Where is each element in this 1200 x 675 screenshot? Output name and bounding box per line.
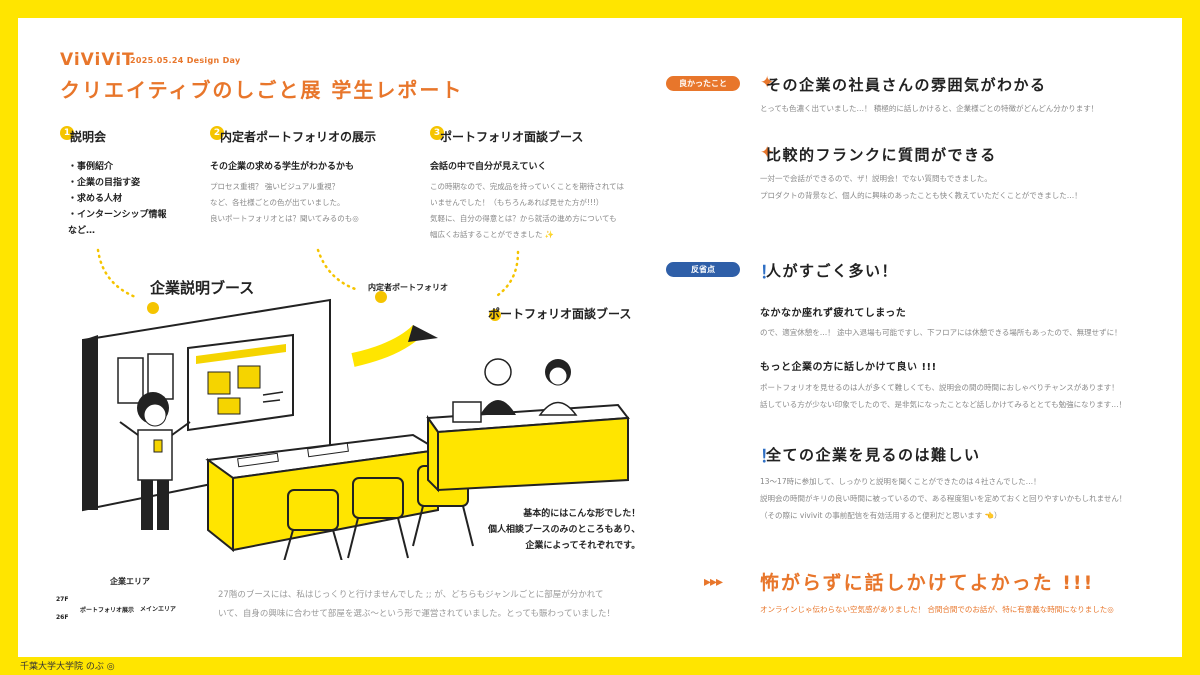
body-line: ポートフォリオを見せるのは人が多くて難しくても、説明会の間の時間におしゃべりチャ… — [760, 383, 1119, 392]
reflection-heading: 人がすごく多い！ — [766, 262, 899, 280]
exclamation-icon: ！ — [760, 447, 777, 467]
section-number-badge: 2 — [210, 126, 224, 140]
list-item: ・インターンシップ情報 — [68, 210, 167, 220]
reflection-subheading: もっと企業の方に話しかけて良い !!! — [760, 362, 937, 373]
body-line: いませんでした！（もちろんあれば見せた方が!!!） — [430, 198, 604, 207]
area-label-portfolio: ポートフォリオ展示 — [80, 607, 135, 614]
good-point-body: 一対一で会話ができるので、ザ！説明会！でない質問もできました。 プロダクトの背景… — [760, 170, 1082, 204]
page-title: クリエイティブのしごと展 学生レポート — [60, 78, 464, 102]
area-label-main: メインエリア — [140, 606, 177, 613]
event-date: 2025.05.24 Design Day — [130, 56, 241, 65]
good-point-heading: その企業の社員さんの雰囲気がわかる — [766, 76, 1047, 94]
caption-line: 基本的にはこんな形でした！ — [523, 509, 641, 519]
section-heading: 内定者ポートフォリオの展示 — [220, 130, 377, 144]
body-line: 話している方が少ない印象でしたので、是非気になったことなど話しかけてみるととても… — [760, 400, 1127, 409]
floor-label-26: 26F — [56, 614, 69, 621]
report-page: ViViViT 2025.05.24 Design Day クリエイティブのしご… — [18, 18, 1182, 657]
good-point-body: とっても色濃く出ていました…！ 積極的に話しかけると、企業様ごとの特徴がどんどん… — [760, 100, 1098, 117]
floor-note: 27階のブースには、私はじっくりと行けませんでした ;; が、どちらもジャンルご… — [218, 586, 615, 624]
booth-illustration — [82, 248, 630, 560]
section-heading: 説明会 — [70, 130, 107, 144]
booth-label-briefing: 企業説明ブース — [150, 279, 255, 297]
reflection-body: 13～17時に参加して、しっかりと説明を聞くことができたのは４社さんでした…！ … — [760, 473, 1126, 524]
author-credit: 千葉大学大学院 のぶ ◎ — [20, 662, 115, 672]
booth-label-interview: ポートフォリオ面談ブース — [488, 307, 632, 321]
caption-line: 個人相談ブースのみのところもあり、 — [488, 525, 641, 535]
floor-label-27: 27F — [56, 596, 69, 603]
list-item: ・求める人材 — [68, 194, 123, 204]
body-line: とっても色濃く出ていました…！ 積極的に話しかけると、企業様ごとの特徴がどんどん… — [760, 104, 1099, 113]
body-line: 幅広くお話することができました ✨ — [430, 230, 555, 239]
body-line: 良いポートフォリオとは？聞いてみるのも◎ — [210, 214, 359, 223]
body-line: ので、適宜休憩を…！ 途中入退場も可能ですし、下フロアには休憩できる場所もあった… — [760, 328, 1122, 337]
body-line: など、各社様ごとの色が出ていました。 — [210, 198, 345, 207]
section-subheading: 会話の中で自分が見えていく — [430, 162, 547, 172]
reflection-body: ので、適宜休憩を…！ 途中入退場も可能ですし、下フロアには休憩できる場所もあった… — [760, 324, 1122, 341]
triple-arrow-icon: ▸▸▸ — [704, 574, 723, 590]
body-line: 気軽に、自分の得意とは？から就活の進め方についても — [430, 214, 617, 223]
reflection-subheading: なかなか座れず疲れてしまった — [760, 308, 907, 319]
list-item: ・企業の目指す姿 — [68, 178, 141, 188]
body-line: この時期なので、完成品を持っていくことを期待されては — [430, 182, 624, 191]
section-body: プロセス重視？ 強いビジュアル重視？ など、各社様ごとの色が出ていました。 良い… — [210, 179, 359, 227]
conclusion-heading: 怖がらずに話しかけてよかった !!! — [760, 572, 1095, 594]
brand-logo: ViViViT — [60, 50, 135, 70]
body-line: プロダクトの背景など、個人的に興味のあったことも快く教えていただくことができまし… — [760, 191, 1082, 200]
list-item: ・事例紹介 — [68, 162, 114, 172]
sparkle-icon: ✦ — [760, 73, 775, 93]
reflection-tag: 反省点 — [666, 262, 740, 277]
reflection-body: ポートフォリオを見せるのは人が多くて難しくても、説明会の間の時間におしゃべりチャ… — [760, 379, 1126, 413]
list-item: など… — [68, 226, 96, 236]
body-line: 説明会の時間がキリの良い時間に被っているので、ある程度狙いを定めておくと回りやす… — [760, 494, 1127, 503]
note-line: 27階のブースには、私はじっくりと行けませんでした ;; が、どちらもジャンルご… — [218, 590, 604, 600]
conclusion-note: オンラインじゃ伝わらない空気感がありました！ 合間合間でのお話が、特に有意義な時… — [760, 605, 1114, 614]
good-points-tag: 良かったこと — [666, 76, 740, 91]
caption-line: 企業によってそれぞれです。 — [525, 541, 641, 551]
body-line: 13～17時に参加して、しっかりと説明を聞くことができたのは４社さんでした…！ — [760, 477, 1041, 486]
body-line: 一対一で会話ができるので、ザ！説明会！でない質問もできました。 — [760, 174, 992, 183]
section-number-badge: 3 — [430, 126, 444, 140]
note-line: いて、自身の興味に合わせて部屋を選ぶ～という形で運営されていました。とっても賑わ… — [218, 609, 616, 619]
briefing-list: ・事例紹介 ・企業の目指す姿 ・求める人材 ・インターンシップ情報 など… — [68, 159, 167, 239]
good-point-heading: 比較的フランクに質問ができる — [766, 146, 997, 164]
area-label-company: 企業エリア — [110, 577, 150, 586]
section-heading: ポートフォリオ面談ブース — [440, 130, 584, 144]
body-line: プロセス重視？ 強いビジュアル重視？ — [210, 182, 340, 191]
booth-label-portfolio: 内定者ポートフォリオ — [368, 283, 448, 292]
section-subheading: その企業の求める学生がわかるかも — [210, 162, 355, 172]
illustration-caption: 基本的にはこんな形でした！ 個人相談ブースのみのところもあり、 企業によってそれ… — [488, 506, 640, 554]
reflection-heading: 全ての企業を見るのは難しい — [766, 446, 981, 464]
exclamation-icon: ！ — [760, 263, 777, 283]
section-number-badge: 1 — [60, 126, 74, 140]
body-line: （その際に vivivit の事前配信を有効活用すると便利だと思います 👈） — [760, 511, 1002, 520]
section-body: この時期なので、完成品を持っていくことを期待されては いませんでした！（もちろん… — [430, 179, 624, 243]
sparkle-icon: ✦ — [760, 143, 775, 163]
